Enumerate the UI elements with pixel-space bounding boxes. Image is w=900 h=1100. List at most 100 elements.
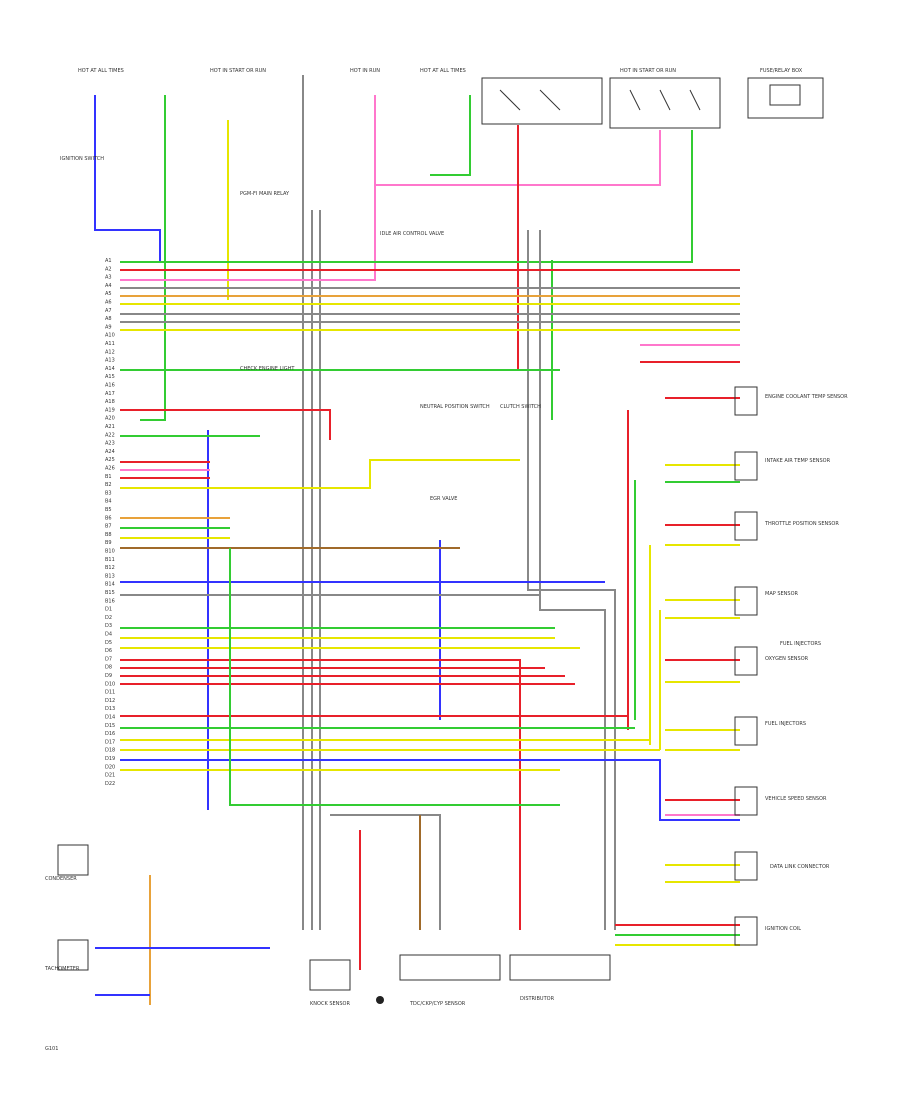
component-label: DATA LINK CONNECTOR	[770, 864, 830, 870]
ecu-pin: A7	[105, 308, 112, 314]
component-label: CHECK ENGINE LIGHT	[240, 366, 295, 372]
ecu-pin: D13	[105, 706, 115, 712]
comp-bottom-right	[509, 954, 611, 981]
ecu-pin: D21	[105, 773, 115, 779]
ecu-pin: D12	[105, 698, 115, 704]
component-label: VEHICLE SPEED SENSOR	[765, 796, 827, 802]
component-label: KNOCK SENSOR	[310, 1001, 350, 1007]
ecu-pin: B8	[105, 532, 112, 538]
component-label: IGNITION SWITCH	[60, 156, 104, 162]
ecu-pin: A3	[105, 275, 112, 281]
ecu-pin: B13	[105, 573, 115, 579]
ecu-pin: D14	[105, 715, 115, 721]
right-component-box	[734, 851, 758, 881]
ecu-pin: D11	[105, 690, 115, 696]
top-label-5: HOT IN START OR RUN	[620, 68, 676, 74]
top-label-2: HOT IN START OR RUN	[210, 68, 266, 74]
ecu-pin: A11	[105, 341, 115, 347]
ecu-pin: D3	[105, 623, 112, 629]
wire-green-top	[430, 95, 471, 176]
ecu-pin: B14	[105, 582, 115, 588]
right-components	[734, 386, 758, 946]
bottom-left-label: G101	[45, 1046, 58, 1052]
top-components	[481, 77, 824, 129]
wire-pink-top	[120, 95, 376, 281]
component-label: CLUTCH SWITCH	[500, 404, 541, 410]
fuse-block-right	[609, 77, 721, 129]
ecu-pin: A24	[105, 449, 115, 455]
ecu-pin: D15	[105, 723, 115, 729]
component-label: DISTRIBUTOR	[520, 996, 555, 1002]
ecu-pin: B9	[105, 540, 112, 546]
ecu-pin: A13	[105, 358, 115, 364]
component-label: IDLE AIR CONTROL VALVE	[380, 231, 444, 237]
ecu-pin: D9	[105, 673, 112, 679]
component-label-group: PGM-FI MAIN RELAY IGNITION SWITCH IDLE AIR…	[44, 156, 848, 1007]
ecu-pin: D10	[105, 681, 115, 687]
main-relay-box	[481, 77, 603, 125]
component-label: IGNITION COIL	[765, 926, 801, 932]
component-label: TACHOMETER	[44, 966, 80, 972]
right-component-box	[734, 916, 758, 946]
ecu-pin: A25	[105, 457, 115, 463]
component-label: ENGINE COOLANT TEMP SENSOR	[765, 394, 848, 400]
ecu-pin: A4	[105, 283, 112, 289]
ecu-pin: B4	[105, 499, 112, 505]
ecu-pin: A10	[105, 333, 115, 339]
wire-gray-box-2	[527, 230, 616, 930]
ecu-pin: D8	[105, 665, 112, 671]
right-component-box	[734, 786, 758, 816]
ecu-pin: D2	[105, 615, 112, 621]
ecu-pin: A12	[105, 349, 115, 355]
ecu-pin: B6	[105, 515, 112, 521]
ecu-pin: A16	[105, 383, 115, 389]
ecu-pin: A26	[105, 466, 115, 472]
component-label: PGM-FI MAIN RELAY	[240, 191, 290, 197]
ecu-pin: D4	[105, 632, 112, 638]
top-label-3: HOT IN RUN	[350, 68, 380, 74]
ecu-pin: D19	[105, 756, 115, 762]
ecu-pin: A1	[105, 258, 112, 264]
ecu-pin: B1	[105, 474, 112, 480]
ecu-pin: A21	[105, 424, 115, 430]
wire-gray-box	[539, 230, 606, 930]
ecu-pin: D7	[105, 656, 112, 662]
top-label-group: HOT AT ALL TIMES HOT IN START OR RUN HOT…	[78, 68, 803, 74]
right-component-box	[734, 386, 758, 416]
right-component-box	[734, 451, 758, 481]
component-label: THROTTLE POSITION SENSOR	[764, 521, 839, 527]
right-component-box	[734, 586, 758, 616]
ecu-pin: A5	[105, 291, 112, 297]
ecu-pin: A17	[105, 391, 115, 397]
ecu-pin: D16	[105, 731, 115, 737]
right-component-box	[734, 511, 758, 541]
top-label-1: HOT AT ALL TIMES	[78, 68, 124, 74]
horizontal-wires	[95, 269, 740, 1005]
component-label: CONDENSER	[45, 876, 77, 882]
ecu-pin: D1	[105, 607, 112, 613]
ecu-pin: D5	[105, 640, 112, 646]
ecu-pin: D22	[105, 781, 115, 787]
wire-pink-right	[375, 130, 661, 186]
ecu-pin: A9	[105, 324, 112, 330]
ground-g101	[376, 996, 384, 1004]
ecu-pin: B10	[105, 549, 115, 555]
vertical-wires	[94, 75, 693, 930]
ecu-pin-column: A1A2A3A4A5A6A7A8A9A10A11A12A13A14A15A16A…	[105, 258, 115, 787]
top-label-6: FUSE/RELAY BOX	[760, 68, 803, 74]
ecu-pin: A18	[105, 399, 115, 405]
ecu-pin: A6	[105, 300, 112, 306]
ecu-pin: A2	[105, 266, 112, 272]
ecu-pin: D17	[105, 739, 115, 745]
component-label: EGR VALVE	[430, 496, 457, 502]
ecu-pin: A8	[105, 316, 112, 322]
ecu-pin: A20	[105, 416, 115, 422]
ecu-pin: A15	[105, 374, 115, 380]
right-component-box	[734, 716, 758, 746]
comp-bottom-left-2	[57, 939, 89, 971]
ecu-pin: B7	[105, 524, 112, 530]
component-label: MAP SENSOR	[765, 591, 799, 597]
ecu-pin: B12	[105, 565, 115, 571]
comp-bottom-mid-2	[399, 954, 501, 981]
